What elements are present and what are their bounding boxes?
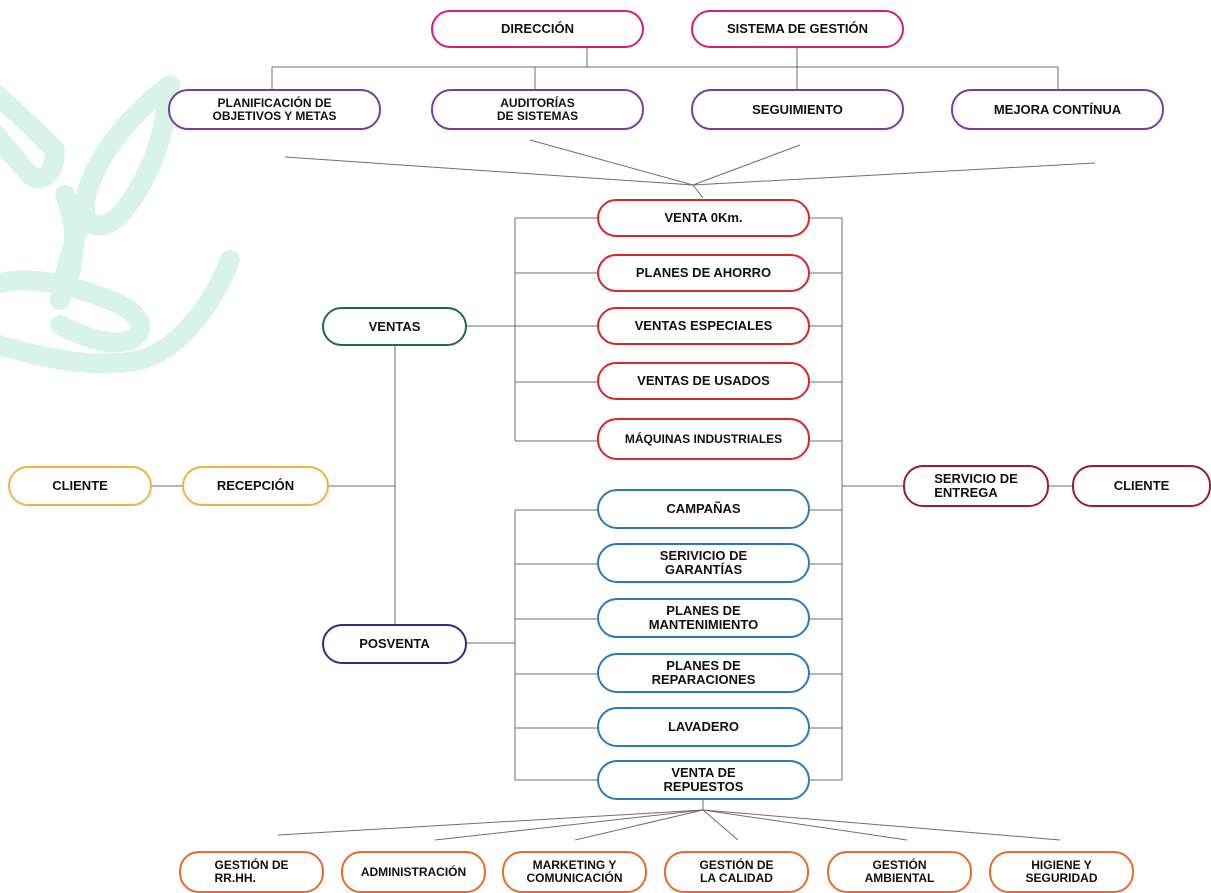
ventas-especiales-node[interactable]: VENTAS ESPECIALES	[597, 307, 810, 345]
recepcion-node[interactable]: RECEPCIÓN	[182, 466, 329, 506]
campanas-label: CAMPAÑAS	[666, 501, 741, 516]
higiene-seguridad-label: HIGIENE Y SEGURIDAD	[1025, 858, 1098, 885]
gestion-calidad-node[interactable]: GESTIÓN DE LA CALIDAD	[664, 851, 809, 893]
planificacion-node[interactable]: PLANIFICACIÓN DE OBJETIVOS Y METAS	[168, 89, 381, 130]
venta-0km-node[interactable]: VENTA 0Km.	[597, 199, 810, 237]
mejora-continua-node[interactable]: MEJORA CONTÍNUA	[951, 89, 1164, 130]
gestion-ambiental-node[interactable]: GESTIÓN AMBIENTAL	[827, 851, 972, 893]
seguimiento-node[interactable]: SEGUIMIENTO	[691, 89, 904, 130]
ventas-usados-label: VENTAS DE USADOS	[637, 373, 770, 388]
lavadero-node[interactable]: LAVADERO	[597, 707, 810, 747]
recepcion-label: RECEPCIÓN	[216, 478, 295, 493]
sistema-gestion-node[interactable]: SISTEMA DE GESTIÓN	[691, 10, 904, 48]
ventas-node[interactable]: VENTAS	[322, 307, 467, 346]
garantias-label: SERIVICIO DE GARANTÍAS	[659, 548, 748, 577]
higiene-seguridad-node[interactable]: HIGIENE Y SEGURIDAD	[989, 851, 1134, 893]
cliente-left-node[interactable]: CLIENTE	[8, 466, 152, 506]
garantias-node[interactable]: SERIVICIO DE GARANTÍAS	[597, 543, 810, 583]
ventas-label: VENTAS	[368, 318, 421, 334]
marketing-node[interactable]: MARKETING Y COMUNICACIÓN	[502, 851, 647, 893]
posventa-node[interactable]: POSVENTA	[322, 624, 467, 664]
seguimiento-label: SEGUIMIENTO	[752, 101, 843, 117]
marketing-label: MARKETING Y COMUNICACIÓN	[526, 858, 623, 885]
venta-repuestos-label: VENTA DE REPUESTOS	[663, 765, 744, 794]
reparaciones-label: PLANES DE REPARACIONES	[651, 658, 756, 687]
ventas-especiales-label: VENTAS ESPECIALES	[634, 318, 773, 333]
ventas-usados-node[interactable]: VENTAS DE USADOS	[597, 362, 810, 400]
gestion-rrhh-node[interactable]: GESTIÓN DE RR.HH.	[179, 851, 324, 893]
cliente-right-label: CLIENTE	[1113, 478, 1170, 493]
campanas-node[interactable]: CAMPAÑAS	[597, 489, 810, 529]
mantenimiento-label: PLANES DE MANTENIMIENTO	[648, 603, 759, 632]
gestion-rrhh-label: GESTIÓN DE RR.HH.	[214, 858, 289, 885]
auditorias-node[interactable]: AUDITORÍAS DE SISTEMAS	[431, 89, 644, 130]
posventa-label: POSVENTA	[359, 636, 430, 651]
gestion-calidad-label: GESTIÓN DE LA CALIDAD	[699, 858, 774, 885]
direccion-node[interactable]: DIRECCIÓN	[431, 10, 644, 48]
gestion-ambiental-label: GESTIÓN AMBIENTAL	[864, 858, 935, 885]
planificacion-label: PLANIFICACIÓN DE OBJETIVOS Y METAS	[212, 95, 337, 123]
venta-0km-label: VENTA 0Km.	[664, 210, 743, 225]
auditorias-label: AUDITORÍAS DE SISTEMAS	[496, 95, 579, 123]
servicio-entrega-label: SERVICIO DE ENTREGA	[934, 471, 1018, 500]
maquinas-industriales-node[interactable]: MÁQUINAS INDUSTRIALES	[597, 418, 810, 460]
cliente-right-node[interactable]: CLIENTE	[1072, 465, 1211, 507]
maquinas-industriales-label: MÁQUINAS INDUSTRIALES	[624, 431, 783, 446]
direccion-label: DIRECCIÓN	[501, 21, 574, 36]
reparaciones-node[interactable]: PLANES DE REPARACIONES	[597, 653, 810, 693]
administracion-node[interactable]: ADMINISTRACIÓN	[341, 851, 486, 893]
administracion-label: ADMINISTRACIÓN	[360, 864, 467, 879]
cliente-left-label: CLIENTE	[52, 478, 108, 493]
lavadero-label: LAVADERO	[667, 719, 740, 734]
servicio-entrega-node[interactable]: SERVICIO DE ENTREGA	[903, 465, 1049, 507]
mantenimiento-node[interactable]: PLANES DE MANTENIMIENTO	[597, 598, 810, 638]
planes-ahorro-label: PLANES DE AHORRO	[635, 265, 772, 280]
planes-ahorro-node[interactable]: PLANES DE AHORRO	[597, 254, 810, 292]
sistema-gestion-label: SISTEMA DE GESTIÓN	[726, 21, 869, 36]
mejora-continua-label: MEJORA CONTÍNUA	[993, 101, 1122, 117]
venta-repuestos-node[interactable]: VENTA DE REPUESTOS	[597, 760, 810, 800]
